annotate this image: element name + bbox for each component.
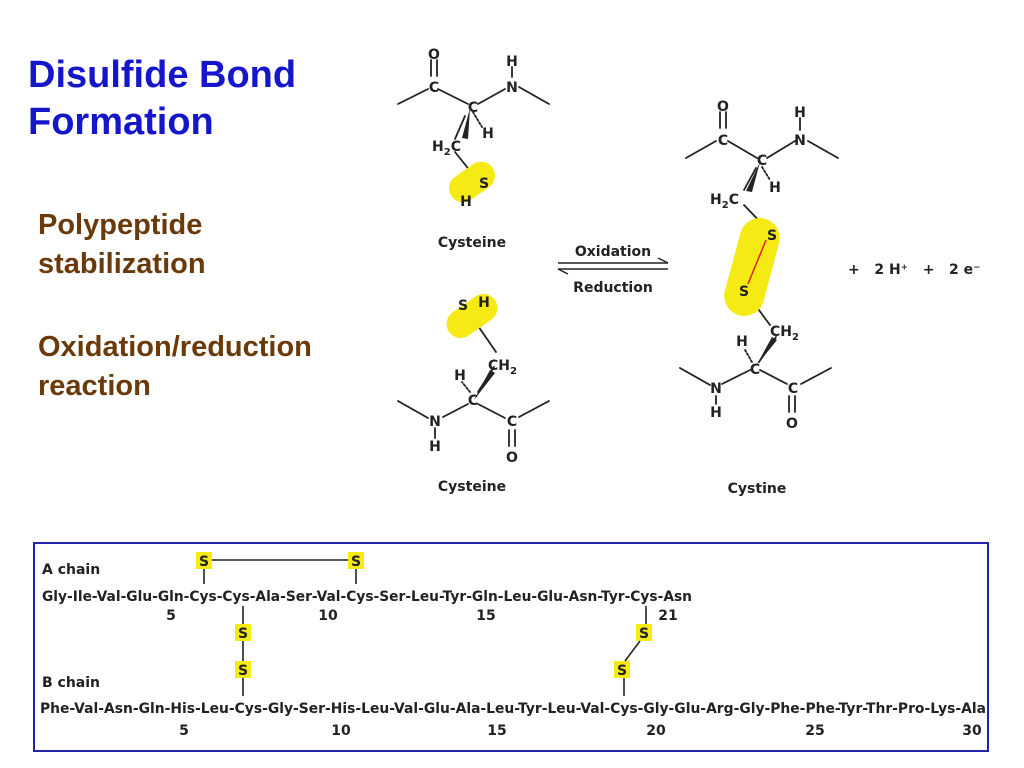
point-1-line-2: stabilization [38,248,206,280]
svg-text:S: S [767,228,777,244]
svg-text:H: H [454,368,466,384]
equilibrium-arrows [557,257,669,275]
reaction-products: + 2 H⁺ + 2 e⁻ [848,262,981,278]
cysteine-caption-top: Cysteine [438,235,506,251]
b-chain-number-10: 10 [331,723,351,739]
insulin-sequence-panel [33,542,989,752]
svg-text:CH2: CH2 [488,358,517,377]
svg-text:H2C: H2C [432,139,461,158]
svg-text:H: H [769,180,781,196]
a-chain-number-21: 21 [658,608,677,624]
sulfur-a6: S [199,554,209,570]
a-chain-sequence: Gly-Ile-Val-Glu-Gln-Cys-Cys-Ala-Ser-Val-… [42,589,692,605]
thiol-highlights [446,161,780,339]
svg-text:N: N [429,414,441,430]
sulfur-a7: S [238,626,248,642]
svg-text:H: H [710,405,722,421]
svg-text:O: O [786,416,798,432]
svg-text:H2C: H2C [710,192,739,211]
a-chain-number-15: 15 [476,608,495,624]
svg-text:H: H [429,439,441,455]
svg-text:C: C [468,393,478,409]
svg-text:C: C [429,80,439,96]
svg-text:O: O [717,99,729,115]
point-2-line-1: Oxidation/reduction [38,331,312,363]
svg-text:H: H [478,295,490,311]
svg-text:S: S [739,284,749,300]
oxidation-label: Oxidation [575,244,651,260]
svg-text:C: C [468,100,478,116]
svg-text:C: C [507,414,517,430]
slide-title-line-2: Formation [28,101,214,143]
slide-title: Disulfide Bond Formation [28,52,296,146]
svg-text:N: N [794,133,806,149]
svg-text:H: H [482,126,494,142]
point-oxidation-reduction: Oxidation/reduction reaction [38,328,312,406]
b-chain-number-25: 25 [805,723,824,739]
svg-text:CH2: CH2 [770,324,799,343]
sulfur-highlights [196,552,652,678]
point-polypeptide-stabilization: Polypeptide stabilization [38,206,206,284]
svg-text:H: H [460,194,472,210]
point-2-line-2: reaction [38,370,151,402]
b-chain-number-20: 20 [646,723,666,739]
sulfur-a11: S [351,554,361,570]
reaction-scheme: O C H N C H H2C S H S H CH2 H C N H C O … [397,47,981,497]
svg-text:C: C [788,381,798,397]
svg-text:H: H [736,334,748,350]
b-chain-number-5: 5 [179,723,189,739]
cysteine-caption-bottom: Cysteine [438,479,506,495]
sulfur-b19: S [617,663,627,679]
a-chain-label: A chain [42,562,100,578]
svg-text:H: H [794,105,806,121]
b-chain-number-30: 30 [962,723,982,739]
b-chain-sequence: Phe-Val-Asn-Gln-His-Leu-Cys-Gly-Ser-His-… [40,701,986,717]
sulfur-a20: S [639,626,649,642]
cystine-caption: Cystine [728,481,787,497]
point-1-line-1: Polypeptide [38,209,203,241]
svg-text:N: N [506,80,518,96]
b-chain-number-15: 15 [487,723,506,739]
svg-text:O: O [506,450,518,466]
a-chain-number-5: 5 [166,608,176,624]
sulfur-b7: S [238,663,248,679]
svg-text:N: N [710,381,722,397]
b-chain-label: B chain [42,675,100,691]
reduction-label: Reduction [573,280,653,296]
svg-text:S: S [479,176,489,192]
svg-text:C: C [718,133,728,149]
svg-text:O: O [428,47,440,63]
svg-text:C: C [750,362,760,378]
svg-text:H: H [506,54,518,70]
svg-text:S: S [458,298,468,314]
slide-title-line-1: Disulfide Bond [28,54,297,96]
svg-text:C: C [757,153,767,169]
a-chain-number-10: 10 [318,608,338,624]
